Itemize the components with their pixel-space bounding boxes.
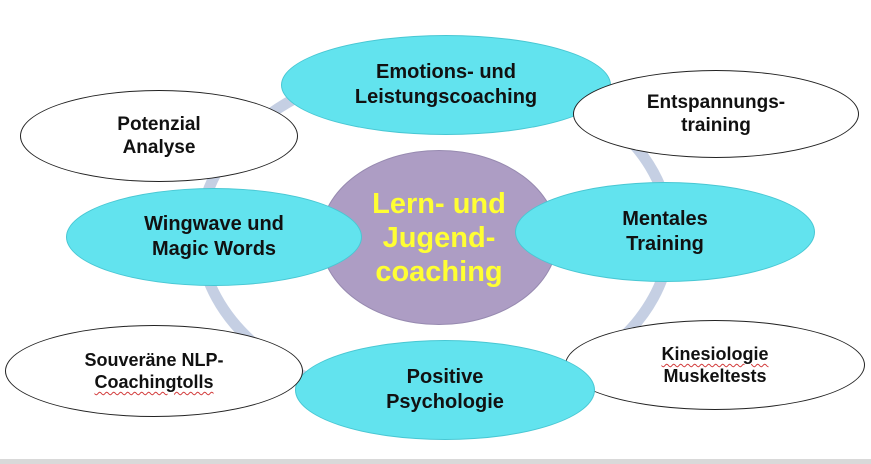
node-wingwave-magic-words: Wingwave und Magic Words [66,188,362,286]
node-kinesiologie-muskeltests: Kinesiologie Muskeltests [565,320,865,410]
node-bottom-line1: Positive [406,366,484,388]
node-left-line2: Magic Words [151,238,277,260]
node-right-line2: Training [626,233,704,255]
node-positive-psychologie: Positive Psychologie [295,340,595,440]
node-top-right-line1: Entspannungs- [646,92,786,113]
node-top-left-line2: Analyse [122,137,196,158]
center-label-line1: Lern- und [372,187,506,220]
node-bottom-left-line2: Coachingtolls [94,372,214,392]
node-entspannungstraining: Entspannungs- training [573,70,859,158]
node-top-right-line2: training [681,115,751,136]
node-emotions-leistungscoaching: Emotions- und Leistungscoaching [281,35,611,135]
node-top-line1: Emotions- und [376,61,516,83]
node-bottom-right-line2: Muskeltests [663,366,767,386]
bottom-border [0,459,871,464]
node-potenzial-analyse: Potenzial Analyse [20,90,298,182]
node-bottom-left-line1: Souveräne NLP- [84,350,224,370]
center-label-line3: coaching [375,255,503,288]
center-label-line2: Jugend- [382,221,496,254]
node-bottom-line2: Psychologie [386,391,504,413]
center-node: Lern- und Jugend- coaching [320,150,558,325]
node-left-line1: Wingwave und [144,213,284,235]
node-bottom-right-line1: Kinesiologie [661,344,769,364]
node-top-line2: Leistungscoaching [354,86,538,108]
node-mentales-training: Mentales Training [515,182,815,282]
node-right-line1: Mentales [622,208,708,230]
node-top-left-line1: Potenzial [117,114,201,135]
node-souveraene-nlp-coachingtolls: Souveräne NLP- Coachingtolls [5,325,303,417]
